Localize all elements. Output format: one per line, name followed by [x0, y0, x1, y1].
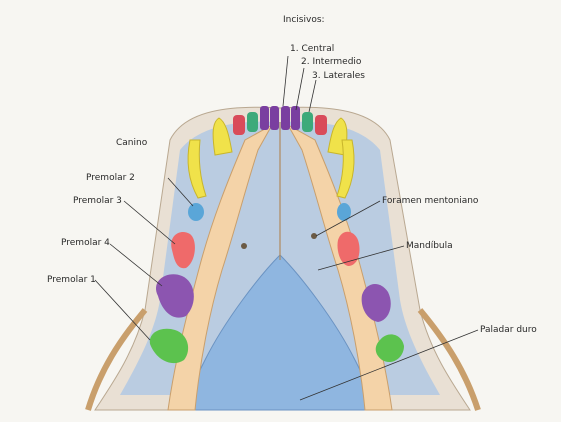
incisor-intermediate-left	[247, 112, 258, 132]
label-premolar-1: Premolar 1	[47, 275, 96, 285]
label-incisor-central: 1. Central	[290, 44, 334, 54]
diagram-title: Incisivos:	[283, 15, 325, 25]
leader-intermediate	[296, 68, 304, 110]
incisor-central-right-2	[291, 106, 300, 130]
label-mental-foramen: Foramen mentoniano	[382, 196, 478, 206]
label-premolar-2: Premolar 2	[86, 173, 135, 183]
label-incisor-lateral: 3. Laterales	[312, 71, 365, 81]
label-incisor-intermediate: 2. Intermedio	[301, 57, 361, 67]
label-hard-palate: Paladar duro	[480, 325, 537, 335]
leader-central	[283, 56, 288, 106]
incisor-intermediate-right	[302, 112, 313, 132]
incisor-lateral-left-1	[233, 115, 245, 135]
incisor-central-left-2	[270, 106, 279, 130]
incisor-lateral-right	[315, 115, 327, 135]
label-premolar-4: Premolar 4	[61, 238, 110, 248]
label-mandible: Mandíbula	[406, 241, 453, 251]
label-canine: Canino	[116, 138, 147, 148]
foramen-left	[241, 243, 247, 249]
premolar-2-left	[188, 203, 204, 221]
incisor-central-left-1	[260, 106, 269, 130]
label-premolar-3: Premolar 3	[73, 196, 122, 206]
incisor-central-right-1	[281, 106, 290, 130]
